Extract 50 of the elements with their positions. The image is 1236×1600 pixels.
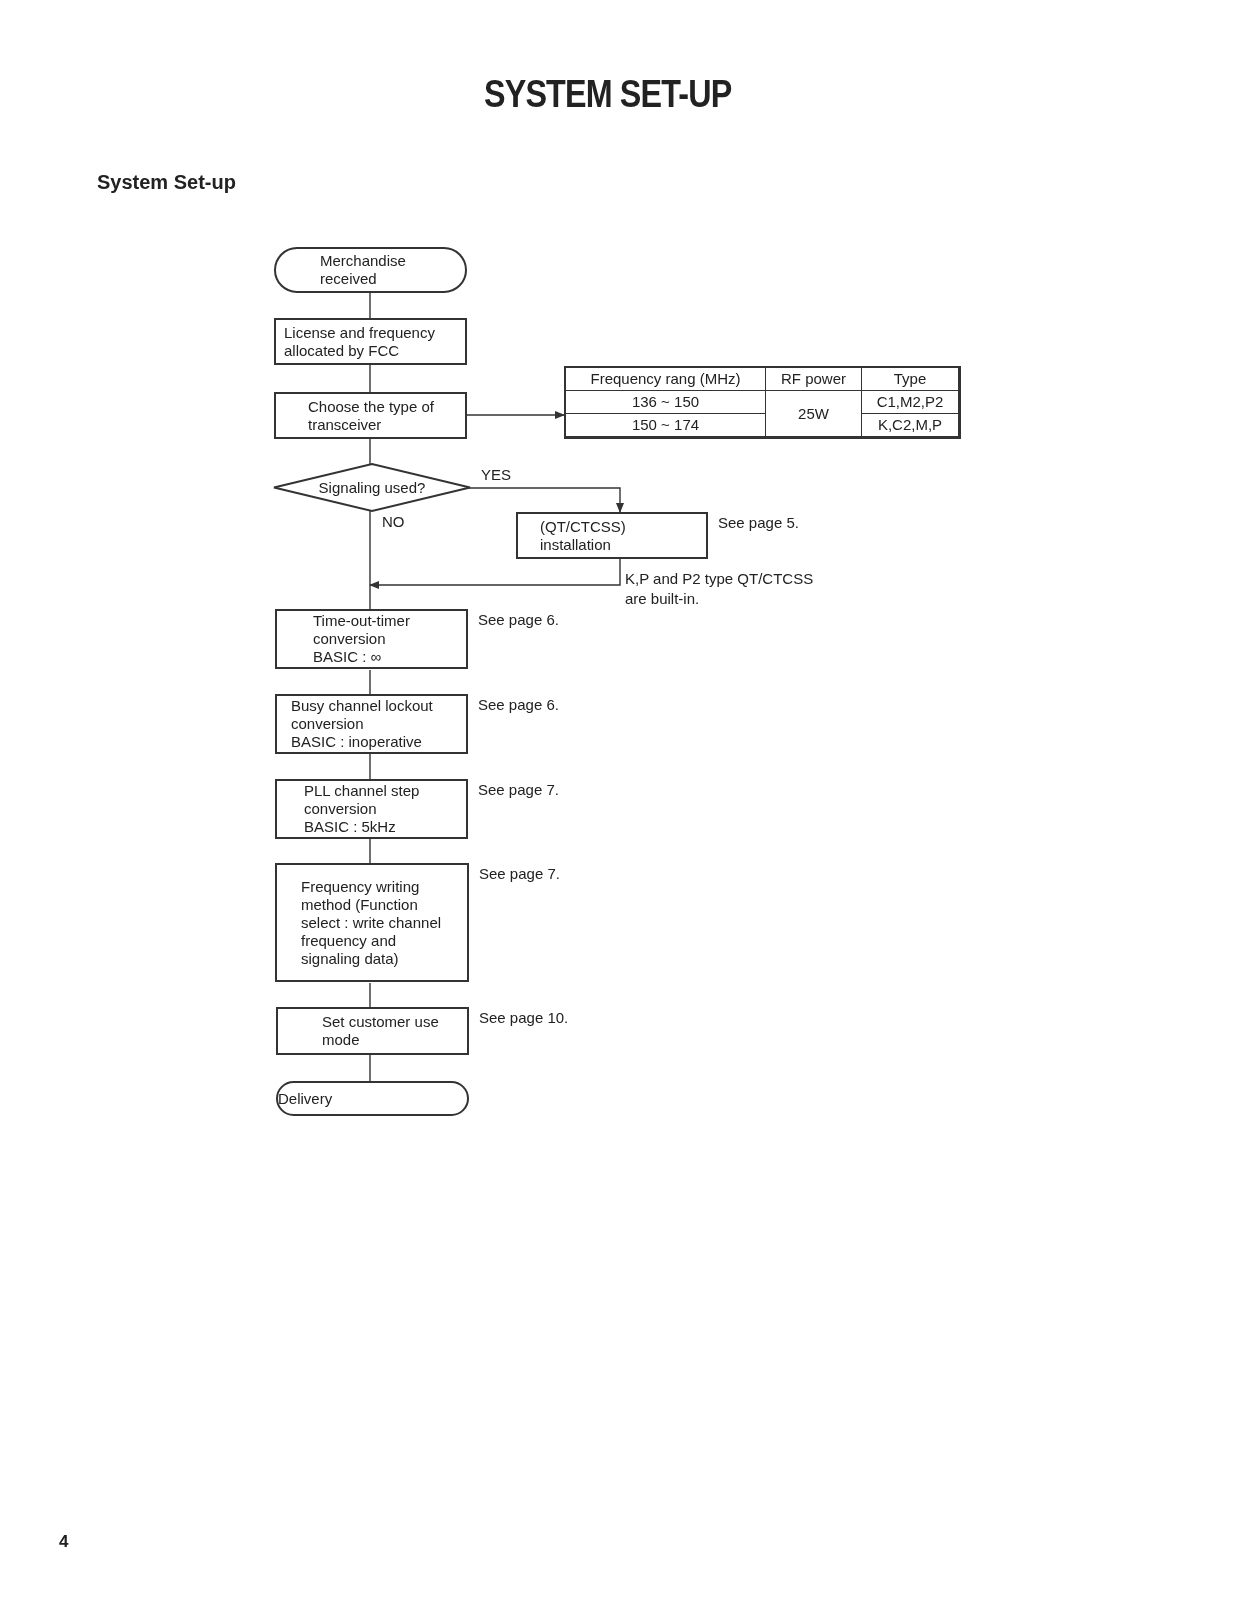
connector-line: [369, 753, 371, 780]
table-cell: 150 ~ 174: [566, 414, 766, 437]
arrow: [468, 487, 624, 513]
node-text: Merchandise received: [320, 252, 407, 288]
connector-line: [369, 838, 371, 864]
page-title: SYSTEM SET-UP: [484, 73, 732, 116]
page-number: 4: [59, 1531, 70, 1553]
terminal-box: [274, 247, 467, 293]
terminal-box: [276, 1081, 469, 1116]
page-reference: See page 6.: [478, 696, 559, 714]
section-heading: System Set-up: [97, 170, 237, 195]
node-text: Signaling used?: [318, 478, 426, 497]
connector-line: [369, 982, 371, 1008]
table-cell: 25W: [766, 391, 862, 437]
table-cell: Frequency rang (MHz): [566, 368, 766, 391]
node-text: BASIC : ∞: [313, 648, 383, 666]
decision-diamond: [274, 464, 470, 511]
table-cell: Type: [862, 368, 959, 391]
node-text: BASIC : 5kHz: [304, 818, 397, 836]
connector-line: [369, 292, 371, 319]
page-reference: See page 6.: [478, 611, 559, 629]
data-table: [564, 366, 961, 439]
connector-line: [369, 669, 371, 695]
arrow: [465, 411, 565, 419]
arrow: [369, 558, 621, 589]
connector-line: [369, 1054, 371, 1082]
node-text: BASIC : inoperative: [291, 733, 423, 751]
connector-line: [369, 438, 371, 465]
node-text: (QT/CTCSS) installation: [540, 517, 627, 554]
table-cell: C1,M2,P2: [862, 391, 959, 414]
node-text: PLL channel step conversion: [304, 782, 421, 818]
node-text: Delivery: [278, 1089, 334, 1108]
node-text: Set customer use mode: [322, 1013, 440, 1049]
page-reference: See page 10.: [479, 1009, 569, 1027]
node-text: Frequency writing method (Function select : write channel frequency and signaling data): [301, 877, 443, 968]
page-reference: See page 5.: [718, 514, 799, 532]
node-text: Choose the type of transceiver: [308, 397, 435, 434]
note-text: K,P and P2 type QT/CTCSS are built-in.: [625, 569, 815, 608]
process-box: [274, 392, 467, 439]
node-text: Busy channel lockout conversion: [291, 697, 434, 733]
table-cell: RF power: [766, 368, 862, 391]
connector-line: [369, 510, 371, 610]
node-text: License and frequency allocated by FCC: [284, 323, 436, 360]
table-cell: 136 ~ 150: [566, 391, 766, 414]
table-cell: K,C2,M,P: [862, 414, 959, 437]
page-reference: See page 7.: [478, 781, 559, 799]
process-box: [274, 318, 467, 365]
page-reference: See page 7.: [479, 865, 560, 883]
connector-line: [369, 364, 371, 393]
node-text: Time-out-timer conversion: [313, 612, 411, 648]
